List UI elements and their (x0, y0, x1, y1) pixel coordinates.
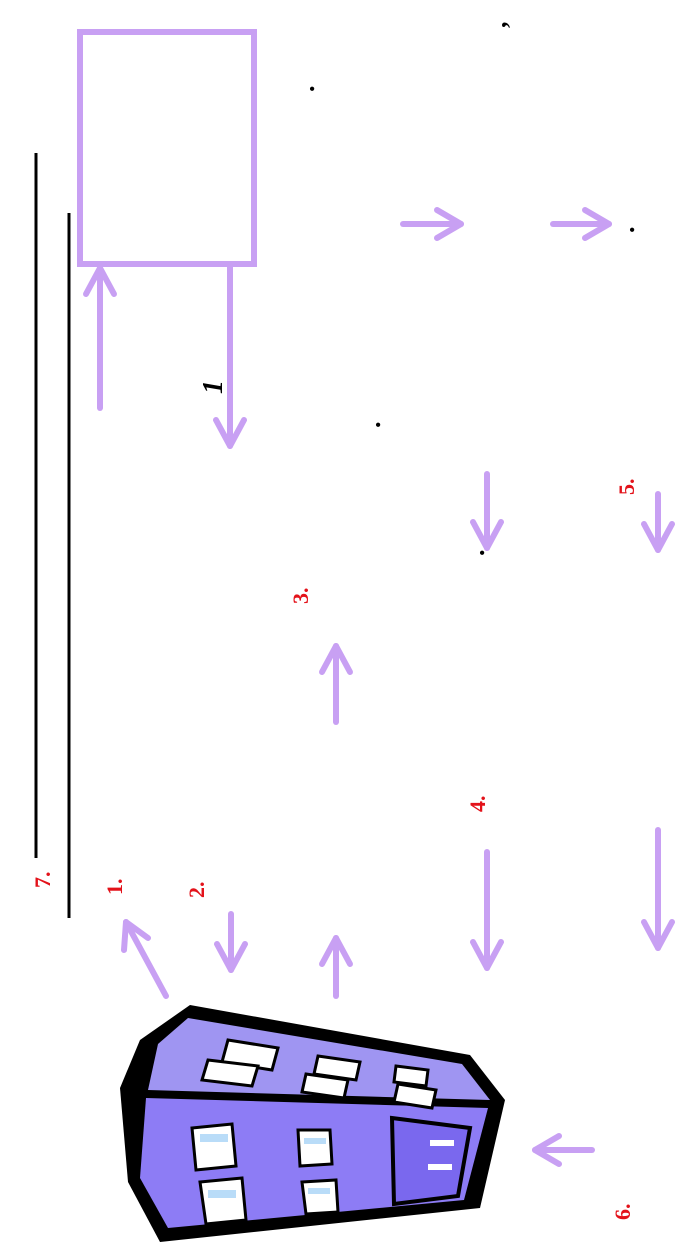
arrow-down-small (214, 911, 248, 973)
arrow-down-long (470, 849, 504, 971)
top-box (77, 29, 257, 267)
step-4-label: 4. (465, 796, 490, 813)
dot-mark-2: . (611, 227, 640, 234)
dot-mark-3: . (357, 422, 386, 429)
arrow-up-mid (319, 643, 353, 725)
arrow-up-into-box (83, 265, 117, 411)
dot-mark-4: . (461, 550, 490, 557)
step-6-label: 6. (610, 1204, 635, 1221)
step-7-label: 7. (30, 872, 55, 889)
arrow-down-right-long (641, 827, 675, 951)
arrow-right-a (400, 207, 464, 241)
dot-mark-1: . (291, 86, 320, 93)
arrow-down-from-box (213, 263, 247, 449)
arrow-left-building (532, 1133, 595, 1167)
step-3-label: 3. (288, 588, 313, 605)
arrow-diagonal-up (121, 919, 169, 999)
arrow-up-building (319, 935, 353, 999)
building-icon (120, 1005, 505, 1242)
comma-mark: , (483, 22, 512, 29)
arrow-right-b (550, 207, 612, 241)
italic-one-label: 1 (198, 380, 229, 394)
step-1-label: 1. (102, 879, 127, 896)
step-2-label: 2. (184, 882, 209, 899)
arrow-down-b (641, 491, 675, 553)
arrow-down-a (470, 471, 504, 551)
step-5-label: 5. (614, 479, 639, 496)
